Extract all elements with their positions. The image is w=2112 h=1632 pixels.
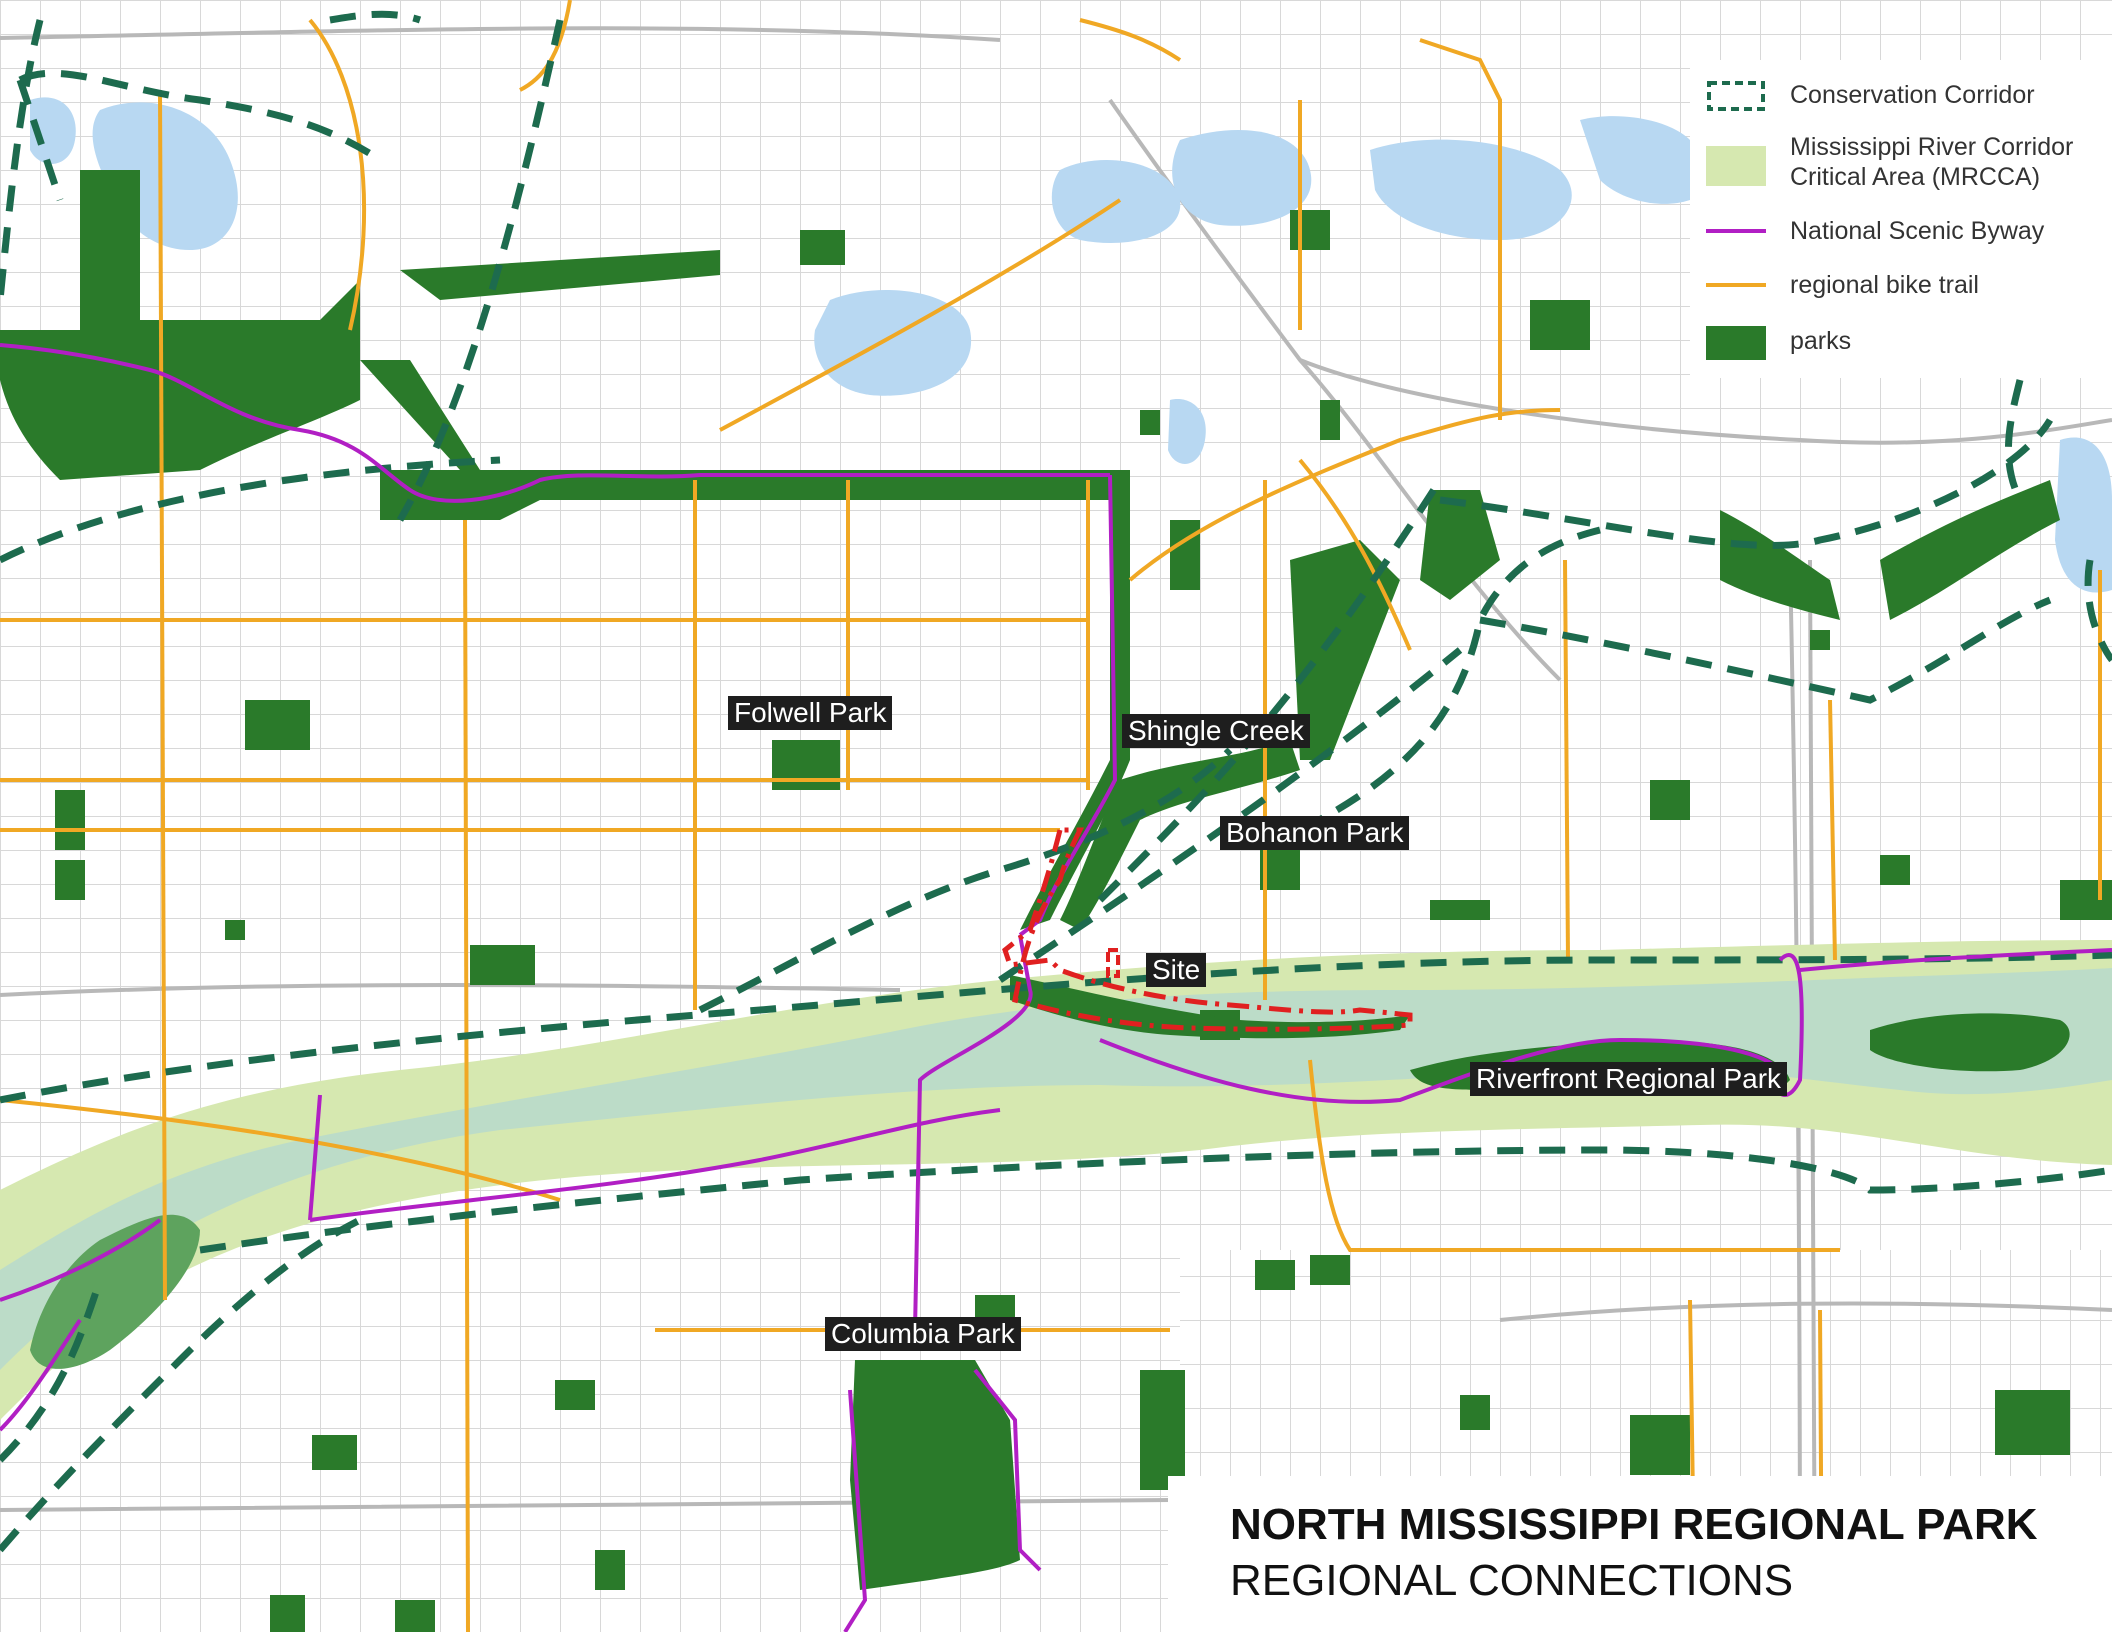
park-victory-memorial	[380, 470, 1130, 580]
legend-swatch-bike-trail	[1706, 283, 1766, 287]
park-26	[555, 1380, 595, 1410]
park-29	[595, 1550, 625, 1590]
conservation-corridor-layer	[0, 10, 2112, 1553]
lake-north-2	[1172, 130, 1312, 226]
park-15	[1140, 410, 1160, 435]
park-30	[1810, 630, 1830, 650]
park-north-wedge	[1420, 490, 1500, 600]
park-21	[1630, 1415, 1690, 1475]
park-1	[245, 700, 310, 750]
label-columbia-park: Columbia Park	[825, 1317, 1021, 1351]
legend: Conservation Corridor Mississippi River …	[1690, 60, 2112, 378]
park-columbia	[850, 1360, 1020, 1590]
legend-label: Conservation Corridor	[1790, 81, 2035, 109]
park-victory	[360, 360, 480, 470]
park-12	[1290, 210, 1330, 250]
lake-small-1	[1168, 399, 1206, 464]
label-folwell-park: Folwell Park	[728, 696, 893, 730]
site-boundary	[1002, 827, 1413, 1032]
park-16	[1170, 520, 1200, 590]
park-river-island	[1870, 1013, 2070, 1072]
park-northwest-strip	[400, 250, 720, 300]
label-riverfront-park: Riverfront Regional Park	[1470, 1062, 1788, 1096]
park-theodore-wirth	[0, 170, 360, 480]
park-bohanon-strip	[1290, 540, 1400, 760]
legend-label: parks	[1790, 327, 1852, 355]
park-3	[55, 790, 85, 850]
title-block: NORTH MISSISSIPPI REGIONAL PARK REGIONAL…	[1168, 1476, 2112, 1632]
label-bohanon-park: Bohanon Park	[1220, 816, 1410, 850]
park-9	[1650, 780, 1690, 820]
legend-label: Mississippi River Corridor	[1790, 133, 2074, 161]
site-boundary-notch	[1106, 948, 1120, 978]
legend-swatch-mrcca	[1706, 146, 1766, 186]
park-east-strip	[1720, 510, 1840, 620]
lake-north-3	[1370, 139, 1572, 240]
park-10	[1880, 855, 1910, 885]
legend-label: regional bike trail	[1790, 271, 1979, 299]
park-23	[1140, 1370, 1185, 1490]
label-shingle-creek: Shingle Creek	[1122, 714, 1310, 748]
park-14	[1320, 400, 1340, 440]
park-20	[1460, 1395, 1490, 1430]
park-8	[1430, 900, 1490, 920]
mississippi-river	[0, 968, 2112, 1370]
park-13	[1530, 300, 1590, 350]
label-site: Site	[1146, 953, 1207, 987]
lake-north-4	[1580, 116, 1690, 204]
lake-northwest	[30, 97, 76, 164]
park-19	[1310, 1255, 1350, 1285]
park-28	[270, 1595, 305, 1632]
park-25	[312, 1435, 357, 1470]
map-subtitle: REGIONAL CONNECTIONS	[1230, 1556, 1794, 1605]
park-22	[1995, 1390, 2070, 1455]
lake-east	[2055, 437, 2112, 593]
park-2	[470, 945, 535, 985]
park-18	[1255, 1260, 1295, 1290]
park-11	[2060, 880, 2112, 920]
legend-swatch-parks	[1706, 326, 1766, 360]
park-shingle-creek	[1060, 740, 1300, 930]
park-folwell	[772, 740, 840, 790]
park-east-2	[1880, 480, 2060, 620]
park-6	[800, 230, 845, 265]
park-4	[55, 860, 85, 900]
legend-label: National Scenic Byway	[1790, 217, 2045, 245]
park-5	[225, 920, 245, 940]
park-27	[395, 1600, 435, 1632]
map-title: NORTH MISSISSIPPI REGIONAL PARK	[1230, 1500, 2038, 1549]
legend-swatch-corridor	[1707, 81, 1765, 111]
legend-swatch-byway	[1706, 229, 1766, 233]
legend-label: Critical Area (MRCCA)	[1790, 163, 2041, 191]
